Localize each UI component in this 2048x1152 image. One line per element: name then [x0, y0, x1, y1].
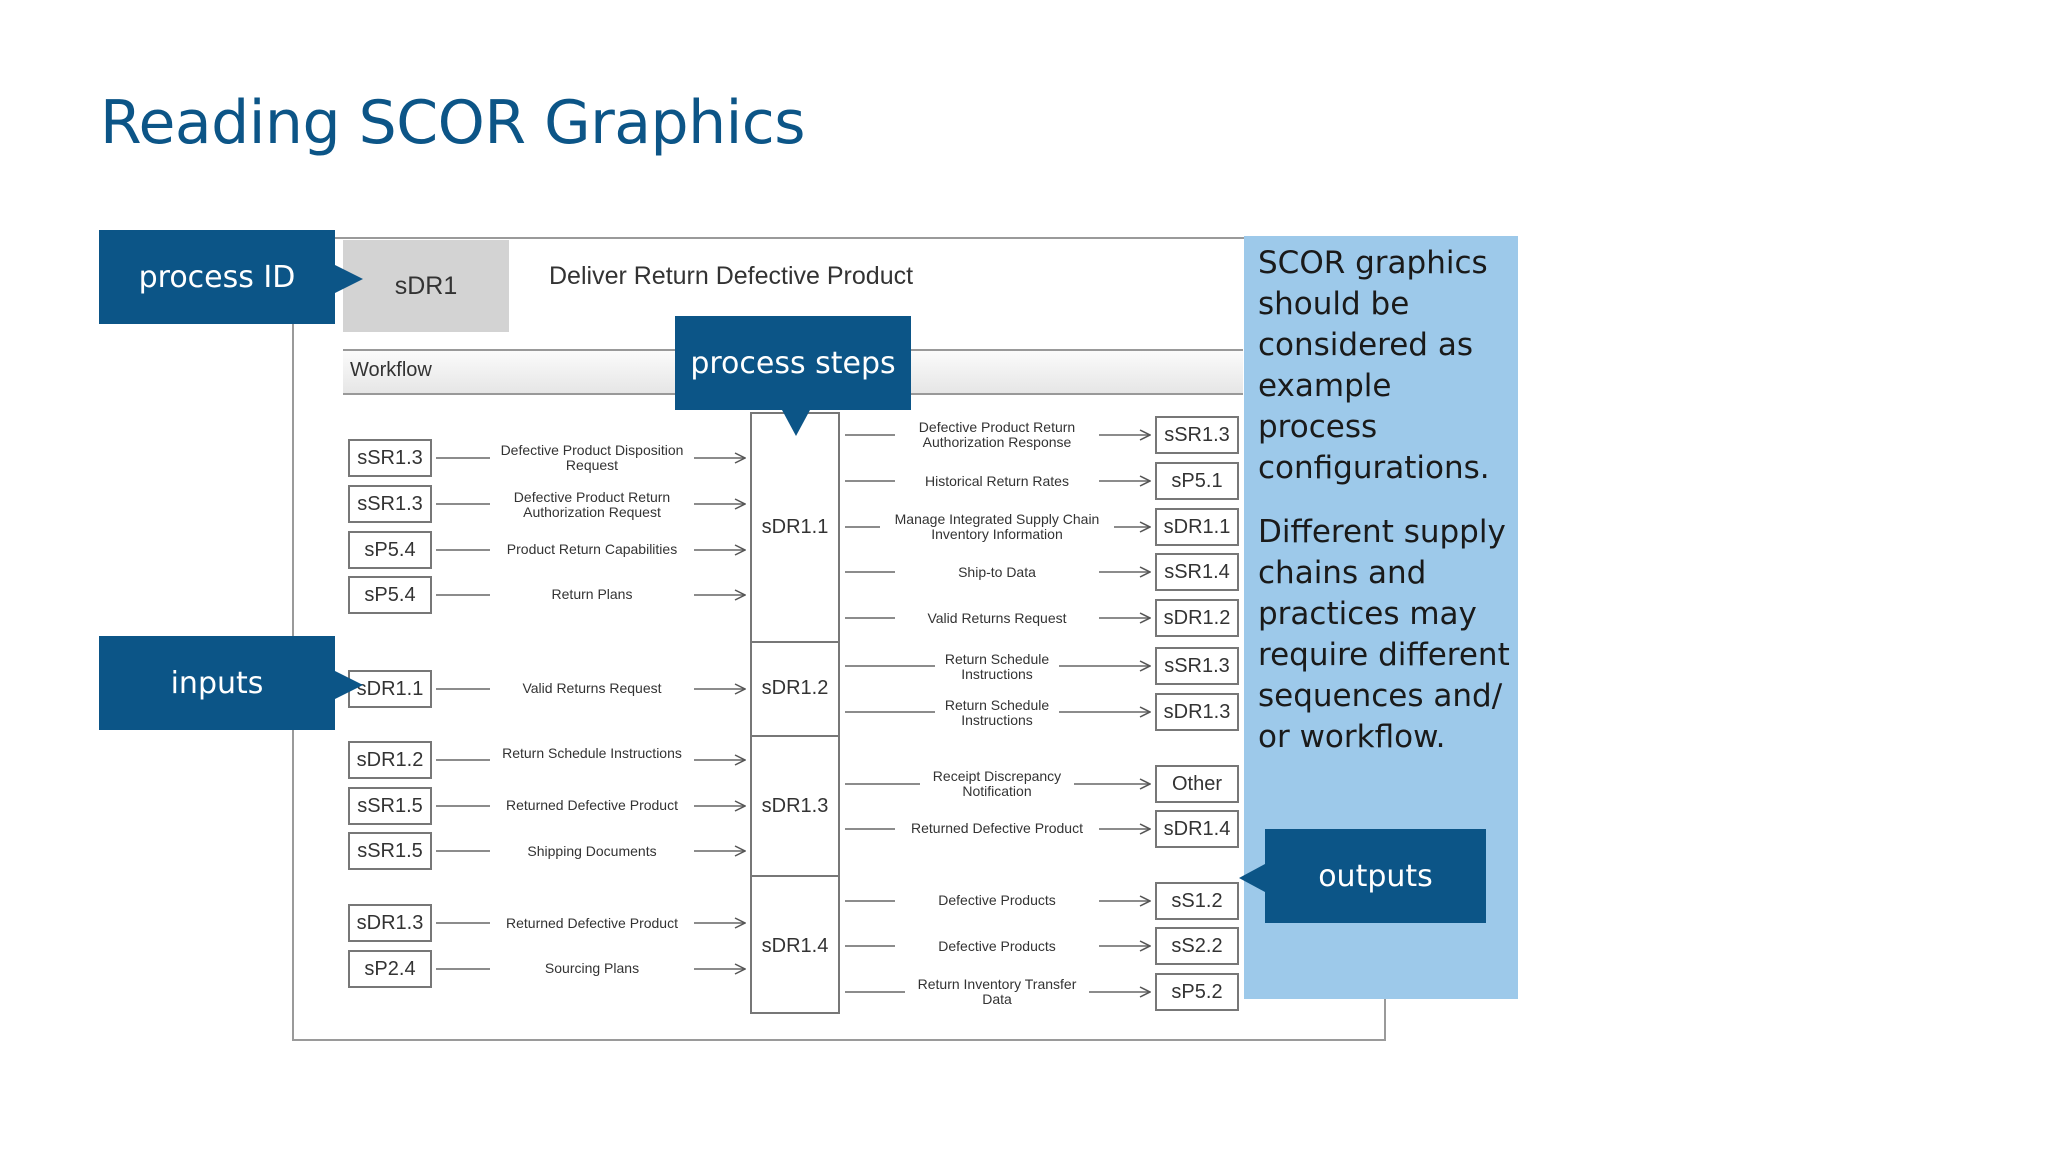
process-step: sDR1.2 — [761, 677, 829, 699]
output-label: Defective Product Return Authorization R… — [895, 420, 1099, 450]
input-process-id: sSR1.5 — [348, 787, 432, 825]
output-label: Defective Products — [895, 893, 1099, 908]
callout-pointer — [335, 265, 363, 293]
callout-inputs: inputs — [99, 636, 335, 730]
input-process-id: sP2.4 — [348, 950, 432, 988]
output-label: Manage Integrated Supply Chain Inventory… — [880, 512, 1114, 542]
output-label: Returned Defective Product — [895, 821, 1099, 836]
process-id-box: sDR1 — [343, 240, 509, 332]
input-process-id: sDR1.3 — [348, 904, 432, 942]
page-title: Reading SCOR Graphics — [100, 88, 806, 158]
output-process-id: sS2.2 — [1155, 927, 1239, 965]
process-step: sDR1.4 — [761, 935, 829, 957]
note-paragraph: Different supply chains and practices ma… — [1258, 514, 1510, 755]
step-divider — [750, 641, 840, 643]
workflow-label: Workflow — [350, 359, 432, 381]
output-label: Return Schedule Instructions — [935, 698, 1059, 728]
output-process-id: sSR1.3 — [1155, 647, 1239, 685]
input-label: Product Return Capabilities — [490, 542, 694, 557]
process-step: sDR1.3 — [761, 795, 829, 817]
output-label: Valid Returns Request — [895, 611, 1099, 626]
output-process-id: sP5.1 — [1155, 462, 1239, 500]
input-label: Returned Defective Product — [490, 916, 694, 931]
process-name: Deliver Return Defective Product — [549, 262, 914, 290]
input-label: Defective Product Return Authorization R… — [490, 490, 694, 520]
note-paragraph: SCOR graphics should be considered as ex… — [1258, 245, 1490, 486]
input-label: Valid Returns Request — [490, 681, 694, 696]
input-process-id: sP5.4 — [348, 531, 432, 569]
note-text: SCOR graphics should be considered as ex… — [1258, 243, 1516, 781]
input-label: Return Plans — [490, 587, 694, 602]
output-process-id: sSR1.3 — [1155, 416, 1239, 454]
input-label: Defective Product Disposition Request — [490, 443, 694, 473]
output-process-id: sDR1.4 — [1155, 810, 1239, 848]
callout-outputs: outputs — [1265, 829, 1486, 923]
callout-process-id: process ID — [99, 230, 335, 324]
output-process-id: sP5.2 — [1155, 973, 1239, 1011]
output-label: Defective Products — [895, 939, 1099, 954]
callout-process-steps: process steps — [675, 316, 911, 410]
input-label: Return Schedule Instructions — [490, 746, 694, 761]
step-divider — [750, 735, 840, 737]
output-process-id: sDR1.1 — [1155, 508, 1239, 546]
input-label: Returned Defective Product — [490, 798, 694, 813]
output-process-id: sDR1.3 — [1155, 693, 1239, 731]
process-steps-column — [750, 412, 840, 1014]
process-step: sDR1.1 — [761, 516, 829, 538]
output-label: Ship-to Data — [895, 565, 1099, 580]
input-process-id: sSR1.5 — [348, 832, 432, 870]
input-label: Shipping Documents — [490, 844, 694, 859]
callout-pointer — [1239, 864, 1265, 892]
input-process-id: sDR1.2 — [348, 741, 432, 779]
output-process-id: sSR1.4 — [1155, 553, 1239, 591]
callout-pointer — [335, 671, 363, 699]
output-label: Historical Return Rates — [895, 474, 1099, 489]
input-process-id: sSR1.3 — [348, 439, 432, 477]
input-process-id: sSR1.3 — [348, 485, 432, 523]
callout-pointer — [782, 410, 810, 436]
input-process-id: sP5.4 — [348, 576, 432, 614]
output-process-id: sDR1.2 — [1155, 599, 1239, 637]
output-process-id: Other — [1155, 765, 1239, 803]
output-process-id: sS1.2 — [1155, 882, 1239, 920]
output-label: Return Schedule Instructions — [935, 652, 1059, 682]
output-label: Return Inventory Transfer Data — [905, 977, 1089, 1007]
input-label: Sourcing Plans — [490, 961, 694, 976]
output-label: Receipt Discrepancy Notification — [920, 769, 1074, 799]
step-divider — [750, 875, 840, 877]
